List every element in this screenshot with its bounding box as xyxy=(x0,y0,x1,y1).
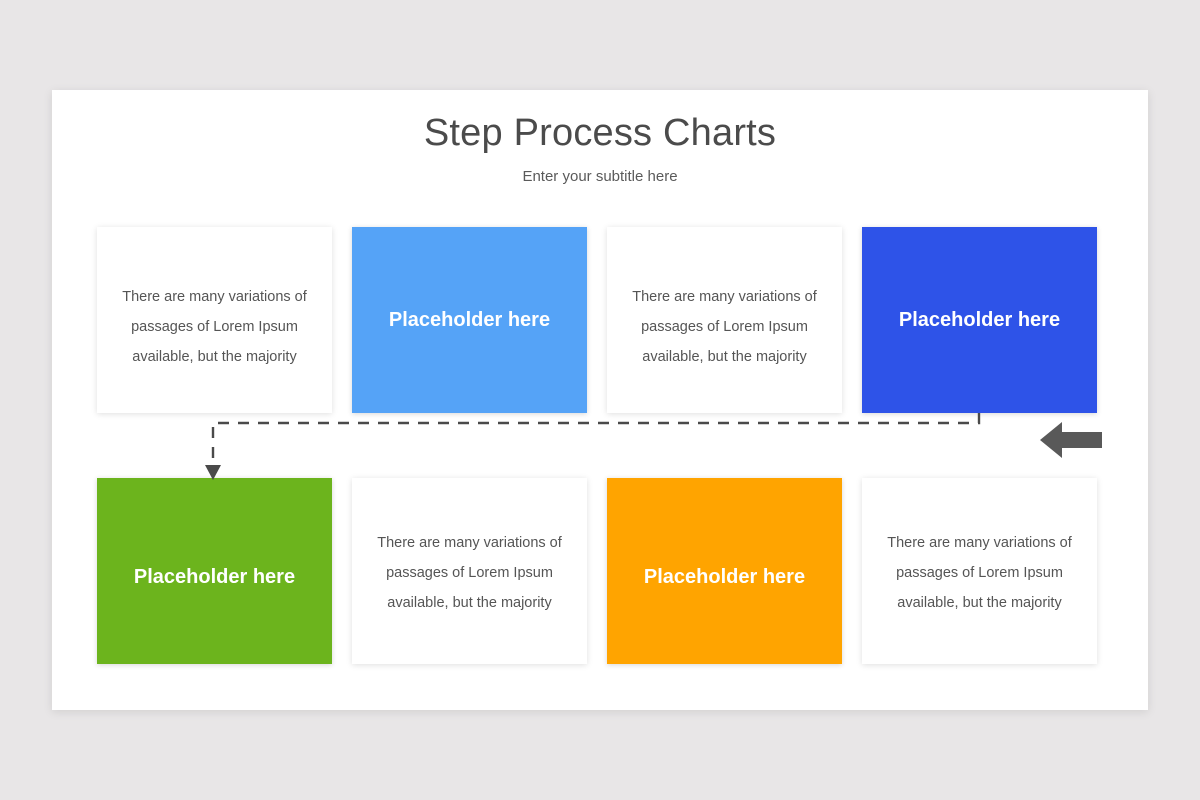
card-6-line-1: There are many variations of xyxy=(377,535,562,551)
card-1-text[interactable]: There are many variations of passages of… xyxy=(97,227,332,413)
card-5-placeholder[interactable]: Placeholder here xyxy=(97,478,332,664)
card-3-text[interactable]: There are many variations of passages of… xyxy=(607,227,842,413)
card-2-label: Placeholder here xyxy=(388,309,551,331)
card-7-placeholder[interactable]: Placeholder here xyxy=(607,478,842,664)
card-8-line-1: There are many variations of xyxy=(887,535,1072,551)
card-8-body: There are many variations of passages of… xyxy=(862,528,1097,618)
card-6-line-3: available, but the majority xyxy=(387,595,552,611)
left-arrow-icon[interactable] xyxy=(1040,420,1102,460)
card-4-placeholder[interactable]: Placeholder here xyxy=(862,227,1097,413)
card-6-line-2: passages of Lorem Ipsum xyxy=(386,565,553,581)
connector-dashed-path xyxy=(211,413,981,470)
card-5-label: Placeholder here xyxy=(133,566,296,588)
card-1-line-1: There are many variations of xyxy=(122,289,307,305)
card-6-body: There are many variations of passages of… xyxy=(352,528,587,618)
page-subtitle: Enter your subtitle here xyxy=(522,168,678,185)
card-8-text[interactable]: There are many variations of passages of… xyxy=(862,478,1097,664)
card-3-body: There are many variations of passages of… xyxy=(607,282,842,372)
card-1-line-3: available, but the majority xyxy=(132,349,297,365)
card-2-placeholder[interactable]: Placeholder here xyxy=(352,227,587,413)
card-3-line-3: available, but the majority xyxy=(642,349,807,365)
card-7-label: Placeholder here xyxy=(643,566,806,588)
card-6-text[interactable]: There are many variations of passages of… xyxy=(352,478,587,664)
card-3-line-2: passages of Lorem Ipsum xyxy=(641,319,808,335)
slide-canvas: Step Process Charts Enter your subtitle … xyxy=(52,90,1148,710)
card-1-line-2: passages of Lorem Ipsum xyxy=(131,319,298,335)
card-3-line-1: There are many variations of xyxy=(632,289,817,305)
card-8-line-3: available, but the majority xyxy=(897,595,1062,611)
card-8-line-2: passages of Lorem Ipsum xyxy=(896,565,1063,581)
card-4-label: Placeholder here xyxy=(898,309,1061,331)
page-title: Step Process Charts xyxy=(423,112,777,154)
card-1-body: There are many variations of passages of… xyxy=(97,282,332,372)
